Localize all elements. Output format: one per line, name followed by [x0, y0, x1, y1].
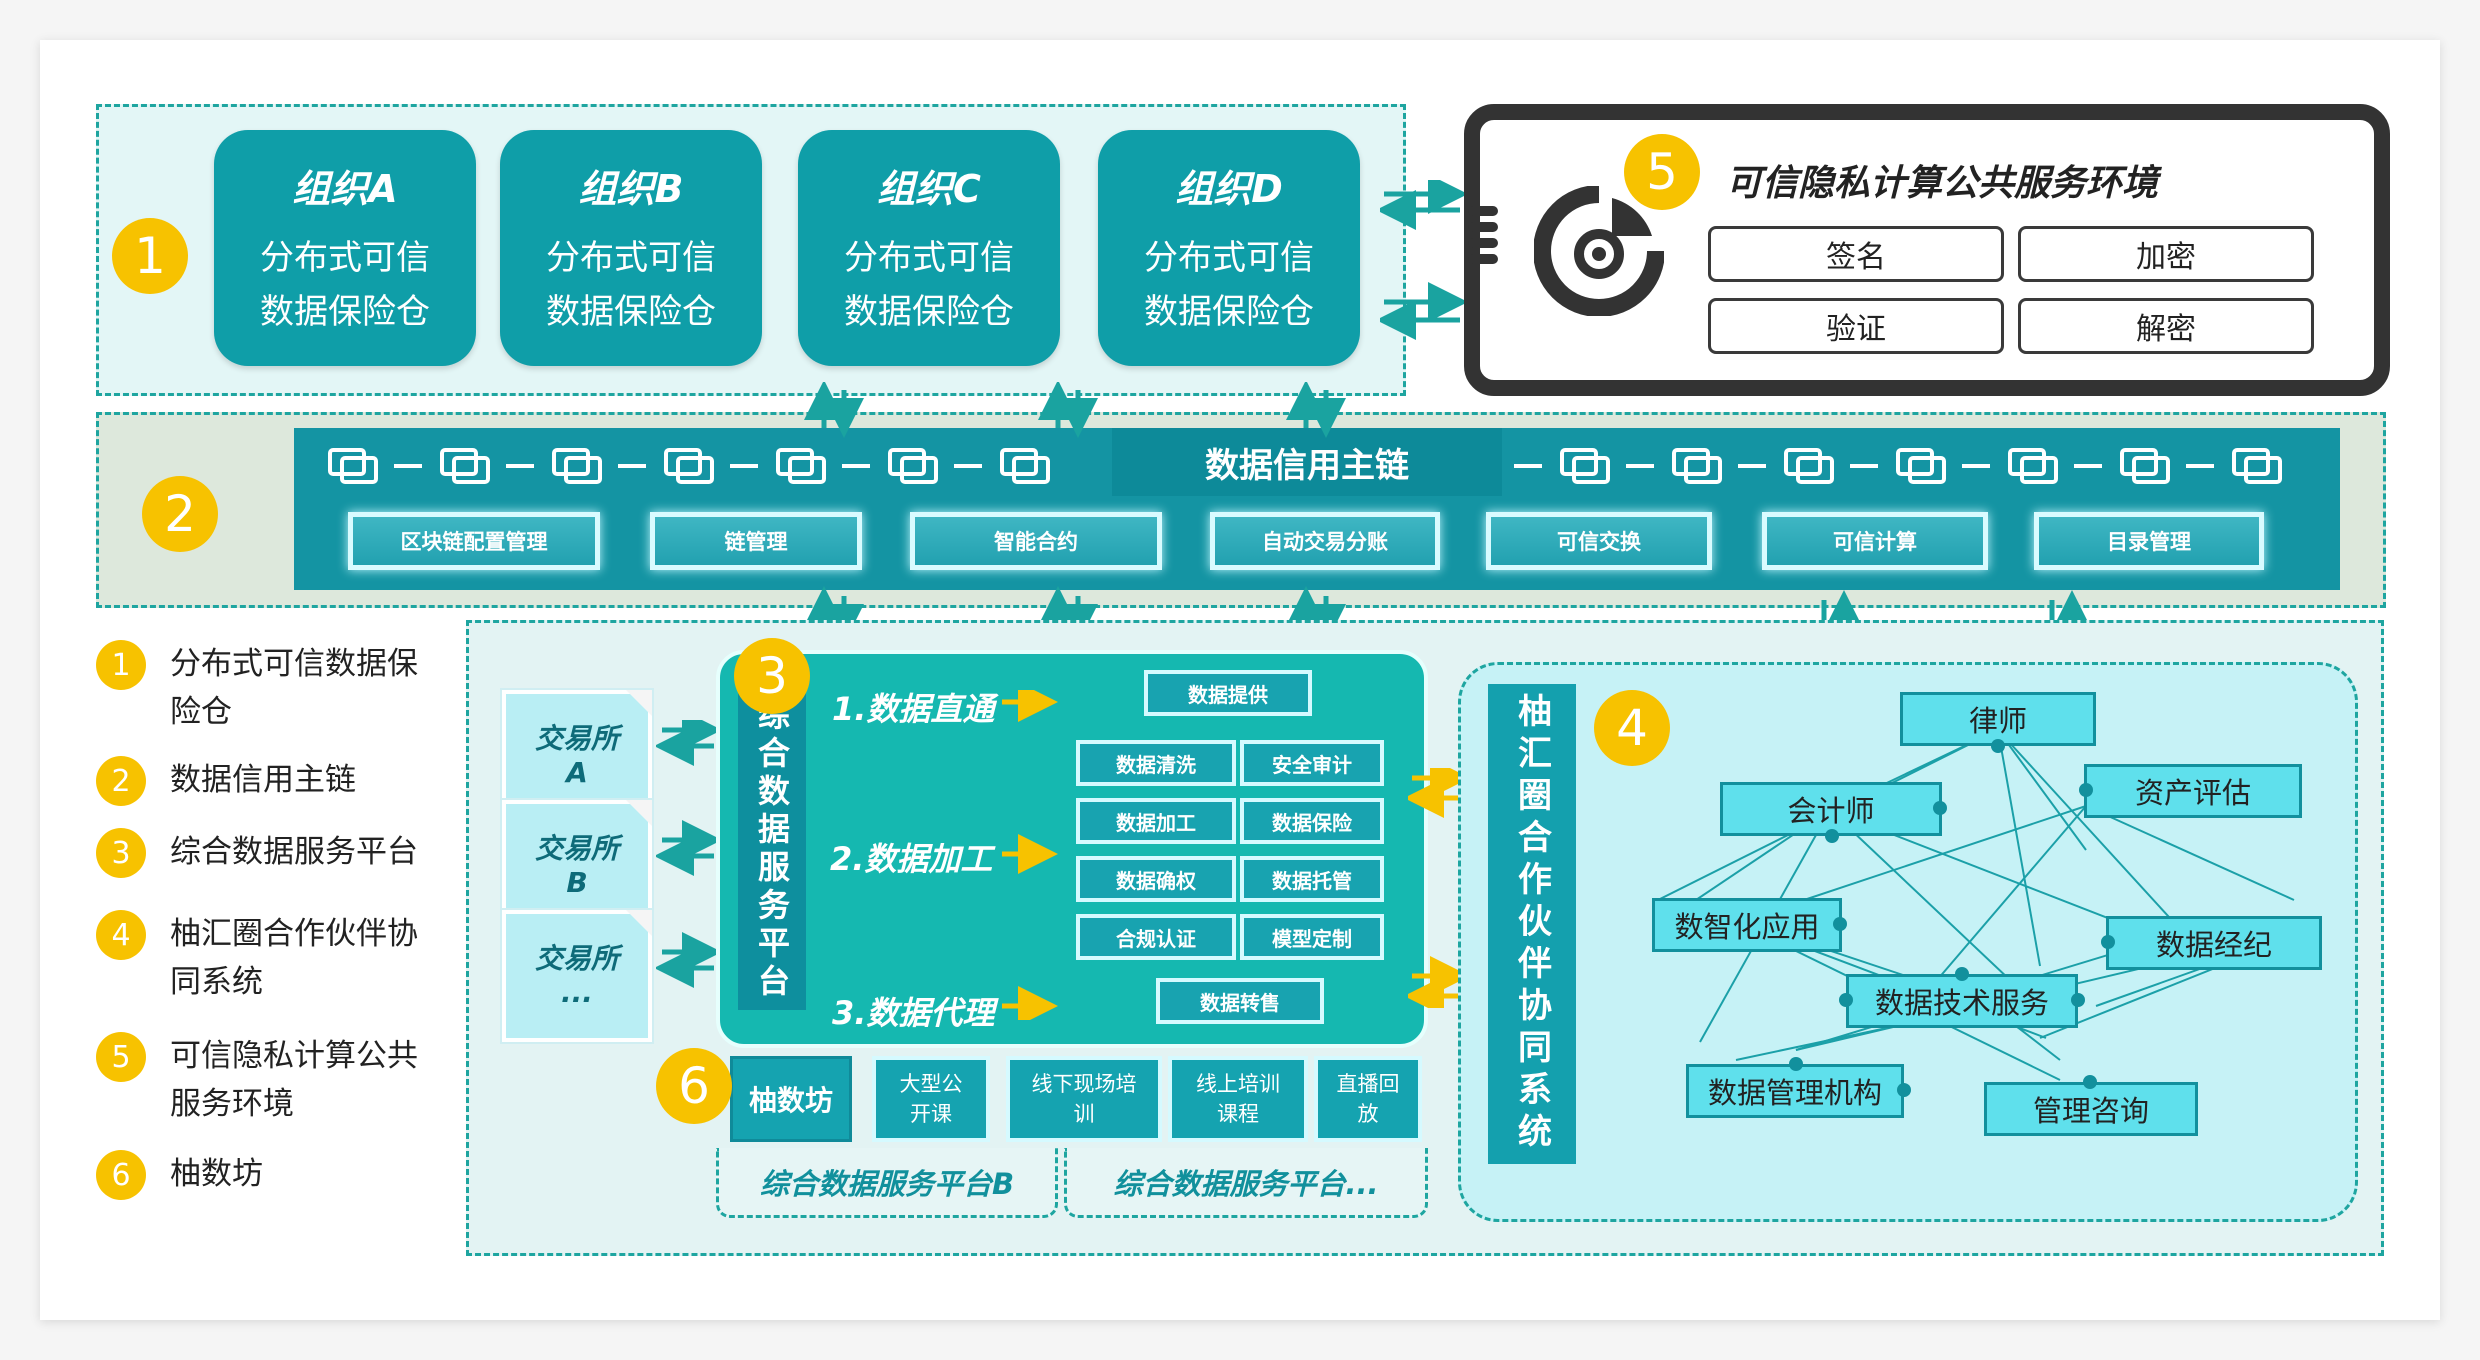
chain-links-icon — [328, 448, 2282, 484]
org-line1: 分布式可信 — [260, 238, 430, 278]
org-name: 组织A — [292, 167, 398, 211]
service-resale[interactable]: 数据转售 — [1156, 978, 1324, 1024]
step-direct: 1.数据直通 — [832, 690, 995, 728]
node-digital-app[interactable]: 数智化应用 — [1652, 898, 1842, 952]
org-line2: 数据保险仓 — [546, 292, 716, 332]
marker-3: 3 — [734, 638, 810, 714]
yzf-public-course[interactable]: 大型公开课 — [872, 1056, 990, 1142]
module-catalog[interactable]: 目录管理 — [2034, 512, 2264, 570]
module-auto-settlement[interactable]: 自动交易分账 — [1210, 512, 1440, 570]
verify-key[interactable]: 验证 — [1708, 298, 2004, 354]
platform-network-arrows-icon — [1408, 768, 1468, 1008]
network-title: 柚汇圈合作伙伴协同系统 — [1488, 684, 1576, 1164]
org-card-b[interactable]: 组织B 分布式可信数据保险仓 — [500, 130, 762, 366]
service-processing[interactable]: 数据加工 — [1076, 798, 1236, 844]
tab-platform-b[interactable]: 综合数据服务平台B — [716, 1148, 1058, 1218]
sync-arrows-icon — [1380, 180, 1464, 340]
service-cleaning[interactable]: 数据清洗 — [1076, 740, 1236, 786]
binder-rings — [1468, 200, 1498, 300]
node-lawyer[interactable]: 律师 — [1900, 692, 2096, 746]
org-card-a[interactable]: 组织A 分布式可信数据保险仓 — [214, 130, 476, 366]
org-line2: 数据保险仓 — [260, 292, 430, 332]
step-processing: 2.数据加工 — [830, 840, 993, 878]
service-rights[interactable]: 数据确权 — [1076, 856, 1236, 902]
marker-4: 4 — [1594, 690, 1670, 766]
yzf-label[interactable]: 柚数坊 — [730, 1056, 852, 1142]
node-asset-appraisal[interactable]: 资产评估 — [2084, 764, 2302, 818]
org-name: 组织B — [578, 167, 684, 211]
module-trusted-compute[interactable]: 可信计算 — [1762, 512, 1988, 570]
encrypt-key[interactable]: 加密 — [2018, 226, 2314, 282]
node-data-tech[interactable]: 数据技术服务 — [1846, 974, 2078, 1028]
sign-key[interactable]: 签名 — [1708, 226, 2004, 282]
step-arrows-icon — [1002, 690, 1058, 1020]
org-line1: 分布式可信 — [546, 238, 716, 278]
yzf-offline-training[interactable]: 线下现场培训 — [1006, 1056, 1162, 1142]
tab-platform-more[interactable]: 综合数据服务平台... — [1064, 1148, 1428, 1218]
org-card-c[interactable]: 组织C 分布式可信数据保险仓 — [798, 130, 1060, 366]
platform-title: 综合数据服务平台 — [738, 690, 806, 1010]
org-line2: 数据保险仓 — [1144, 292, 1314, 332]
service-data-provide[interactable]: 数据提供 — [1144, 670, 1312, 716]
step-agency: 3.数据代理 — [832, 994, 995, 1032]
chain-title: 数据信用主链 — [1112, 428, 1502, 496]
module-chain-management[interactable]: 链管理 — [650, 512, 862, 570]
node-data-broker[interactable]: 数据经纪 — [2106, 916, 2322, 970]
module-blockchain-config[interactable]: 区块链配置管理 — [348, 512, 600, 570]
org-line1: 分布式可信 — [844, 238, 1014, 278]
module-trusted-exchange[interactable]: 可信交换 — [1486, 512, 1712, 570]
service-insurance[interactable]: 数据保险 — [1240, 798, 1384, 844]
node-accountant[interactable]: 会计师 — [1720, 782, 1942, 836]
org-line1: 分布式可信 — [1144, 238, 1314, 278]
marker-6: 6 — [656, 1048, 732, 1124]
service-audit[interactable]: 安全审计 — [1240, 740, 1384, 786]
decrypt-key[interactable]: 解密 — [2018, 298, 2314, 354]
privacy-logo-icon — [1534, 186, 1664, 316]
marker-2: 2 — [142, 476, 218, 552]
marker-1: 1 — [112, 218, 188, 294]
marker-5: 5 — [1624, 134, 1700, 210]
module-smart-contract[interactable]: 智能合约 — [910, 512, 1162, 570]
org-line2: 数据保险仓 — [844, 292, 1014, 332]
yzf-online-course[interactable]: 线上培训课程 — [1168, 1056, 1308, 1142]
org-name: 组织D — [1175, 167, 1283, 211]
yzf-replay[interactable]: 直播回放 — [1314, 1056, 1422, 1142]
exchange-arrows-icon — [656, 720, 720, 988]
service-compliance[interactable]: 合规认证 — [1076, 914, 1236, 960]
org-name: 组织C — [877, 167, 981, 211]
service-model[interactable]: 模型定制 — [1240, 914, 1384, 960]
service-custody[interactable]: 数据托管 — [1240, 856, 1384, 902]
privacy-title: 可信隐私计算公共服务环境 — [1726, 163, 2159, 204]
exchange-more[interactable]: 交易所... — [502, 910, 652, 1042]
org-card-d[interactable]: 组织D 分布式可信数据保险仓 — [1098, 130, 1360, 366]
